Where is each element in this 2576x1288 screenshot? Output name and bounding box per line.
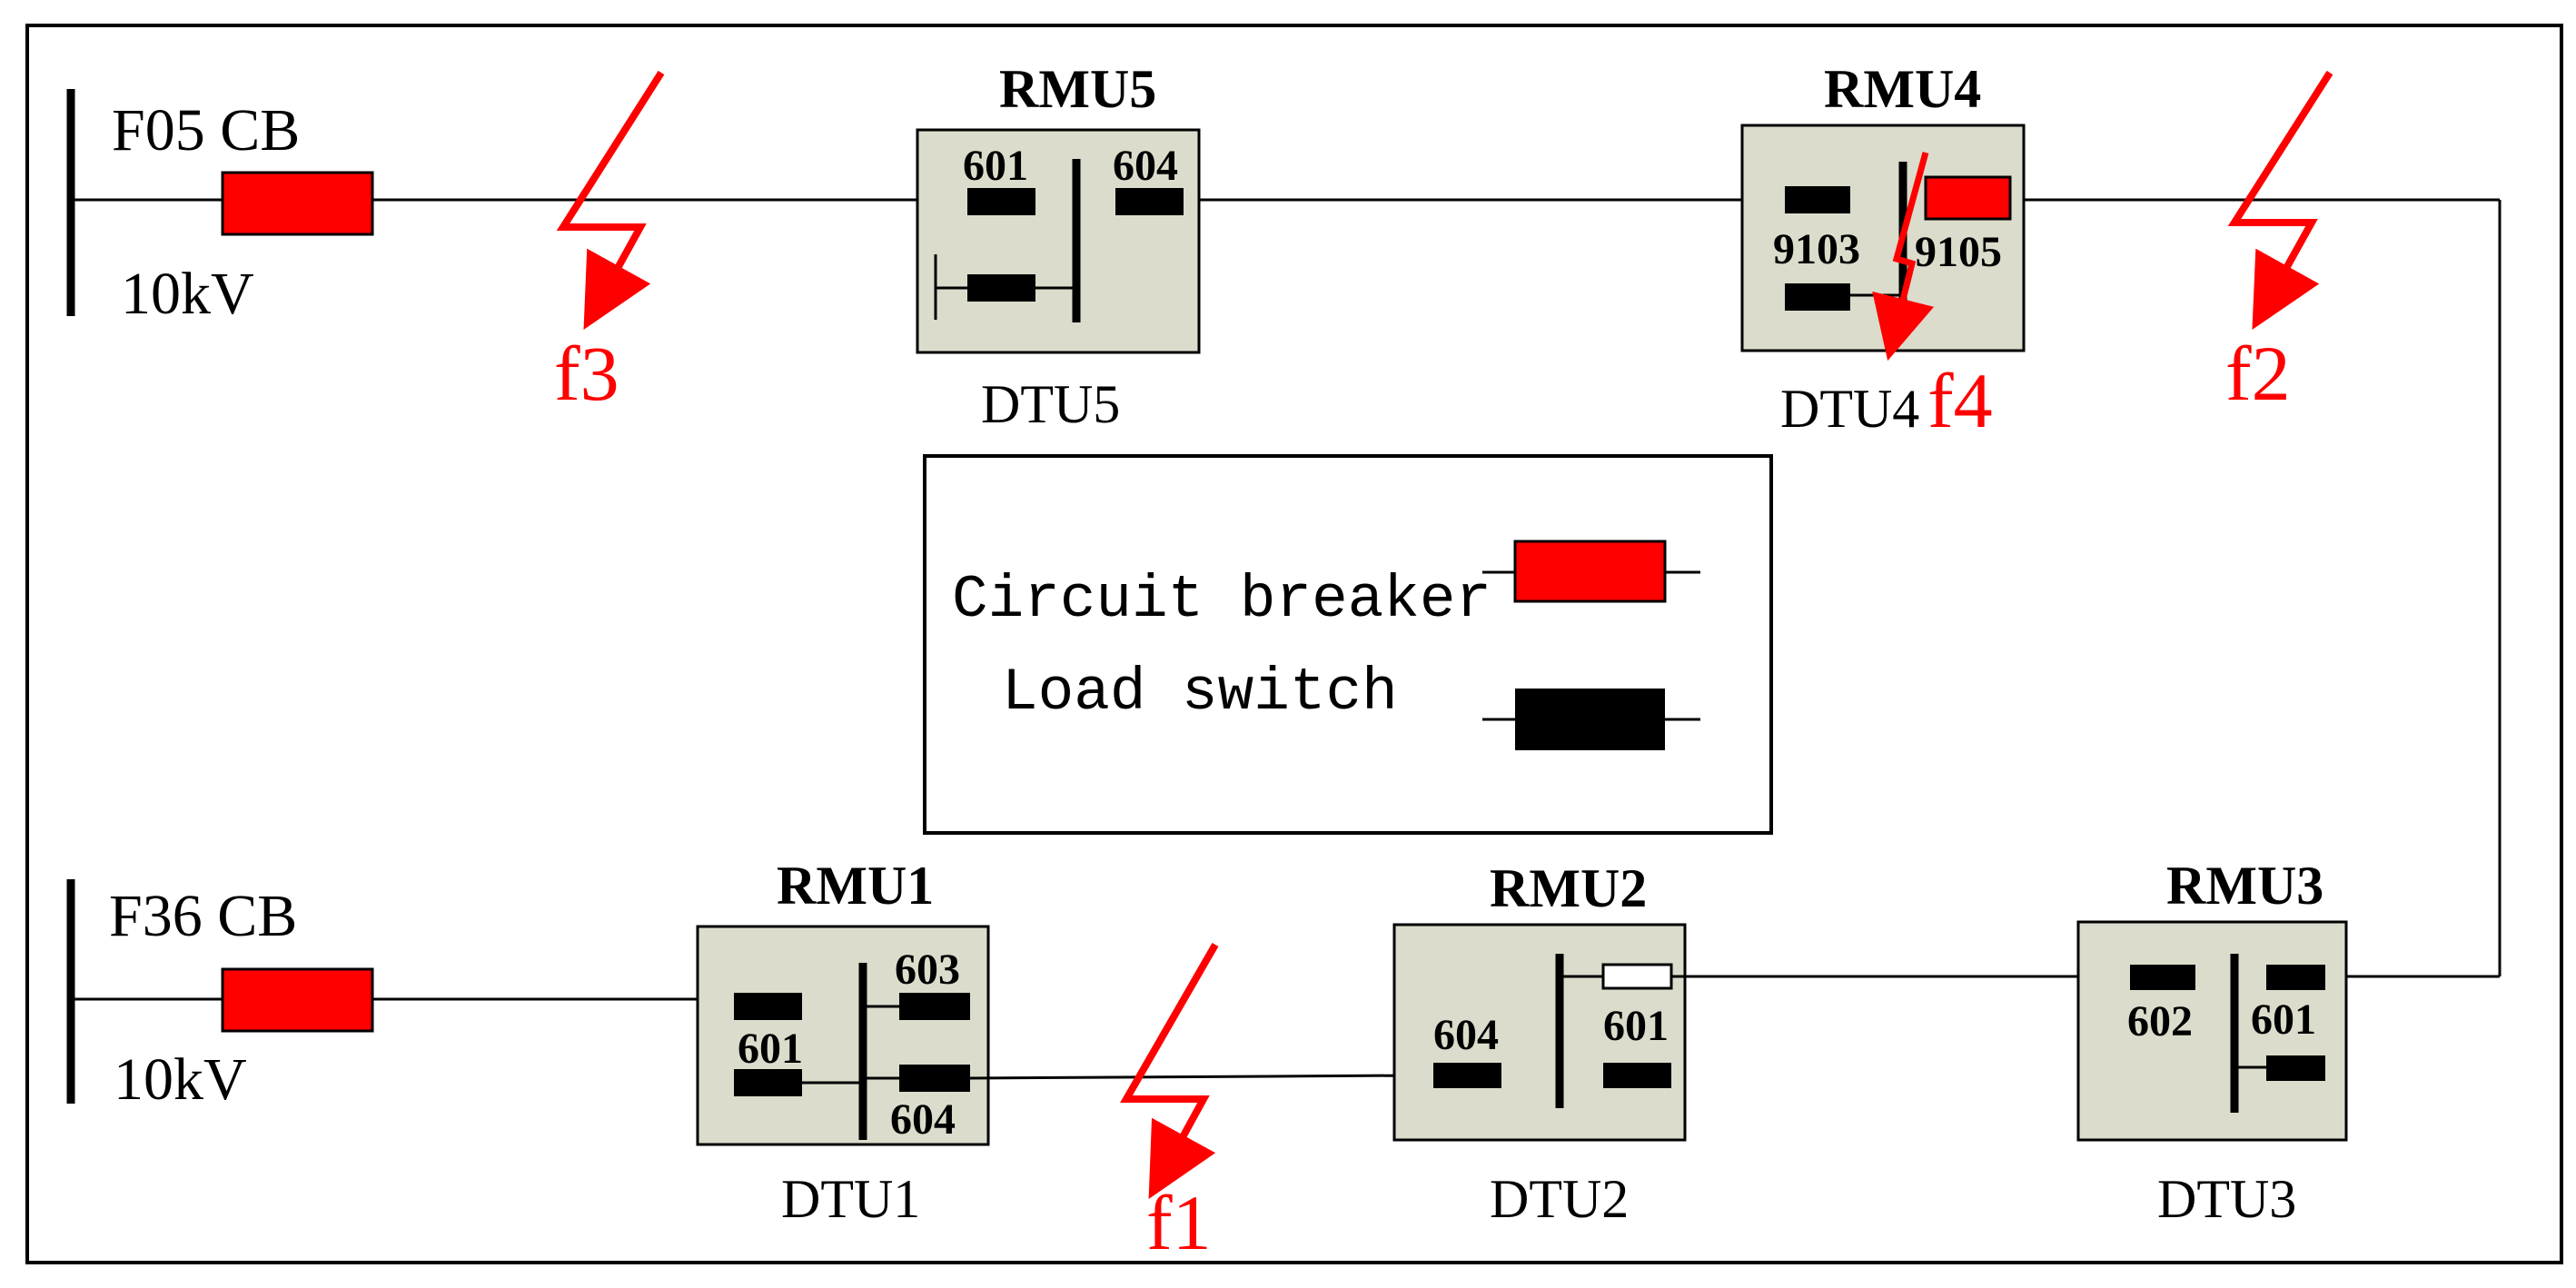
rmu3: 602 601 RMU3 DTU3	[2076, 856, 2348, 1229]
rmu2-switch-601	[1603, 1063, 1671, 1088]
f36-circuit-breaker	[221, 967, 374, 1033]
legend-load-switch-label: Load switch	[1002, 659, 1398, 727]
rmu2-switch-601-open	[1601, 963, 1673, 990]
rmu3-602-label: 602	[2127, 997, 2193, 1045]
fault-f2: f2	[2225, 70, 2333, 417]
fault-f1-bolt	[1120, 943, 1219, 1200]
rmu4-switch-outgoing	[1785, 283, 1850, 311]
rmu1-604-label: 604	[890, 1095, 956, 1144]
rmu4-9105-label: 9105	[1915, 228, 2002, 276]
dtu4-name: DTU4	[1780, 379, 1919, 439]
rmu3-box	[2076, 920, 2348, 1142]
rmu5-switch-604	[1115, 188, 1184, 215]
rmu4-9103-label: 9103	[1773, 225, 1860, 273]
rmu5-switch-outgoing	[967, 274, 1035, 302]
rmu5: 601 604 RMU5 DTU5	[916, 59, 1201, 434]
fault-f3-label: f3	[554, 330, 619, 417]
rmu1-name: RMU1	[777, 856, 934, 916]
fault-f4-label: f4	[1927, 357, 1993, 444]
dtu5-name: DTU5	[981, 374, 1120, 434]
rmu2-601-label: 601	[1603, 1002, 1669, 1050]
rmu5-name: RMU5	[999, 59, 1156, 119]
fault-f1-label: f1	[1146, 1179, 1212, 1266]
rmu1-box	[696, 925, 990, 1146]
fault-f2-label: f2	[2225, 330, 2291, 417]
rmu5-604-label: 604	[1113, 142, 1178, 190]
legend-switch-symbol	[1515, 689, 1665, 750]
rmu2: 604 601 RMU2 DTU2	[1392, 858, 1687, 1229]
bottom-voltage-label: 10kV	[114, 1046, 247, 1113]
rmu1-switch-604	[899, 1065, 970, 1092]
dtu3-name: DTU3	[2157, 1169, 2296, 1229]
rmu1-switch-603	[899, 993, 970, 1020]
rmu2-switch-604	[1433, 1063, 1501, 1088]
rmu1-switch-lower	[734, 1069, 802, 1096]
rmu1: 603 601 604 RMU1 DTU1	[696, 856, 990, 1229]
fault-f4: f4	[1872, 152, 1993, 444]
legend: Circuit breaker Load switch	[923, 454, 1773, 835]
rmu2-604-label: 604	[1433, 1011, 1499, 1059]
rmu2-box	[1392, 923, 1687, 1142]
rmu3-switch-outgoing	[2266, 1055, 2325, 1081]
rmu3-name: RMU3	[2166, 856, 2323, 916]
rmu4-name: RMU4	[1824, 59, 1981, 119]
rmu1-601-label: 601	[738, 1025, 803, 1073]
rmu5-box	[916, 128, 1201, 354]
outer-frame	[25, 24, 2563, 1264]
dtu1-name: DTU1	[781, 1169, 920, 1229]
f36-cb-label: F36 CB	[109, 883, 297, 949]
dtu2-name: DTU2	[1490, 1169, 1629, 1229]
rmu4-switch-9103	[1785, 186, 1850, 213]
rmu3-601-label: 601	[2251, 996, 2316, 1044]
fault-f1: f1	[1120, 943, 1219, 1266]
rmu4-breaker-9105	[1924, 175, 2012, 221]
rmu5-601-label: 601	[963, 142, 1028, 190]
rmu1-603-label: 603	[895, 946, 960, 994]
rmu2-name: RMU2	[1490, 858, 1647, 918]
fault-f3: f3	[554, 70, 665, 417]
rmu3-switch-602	[2130, 965, 2195, 990]
rmu5-switch-601	[967, 188, 1035, 215]
rmu1-switch-601	[734, 993, 802, 1020]
legend-breaker-symbol	[1513, 540, 1667, 603]
top-voltage-label: 10kV	[121, 261, 254, 327]
fault-f4-bolt	[1872, 152, 1935, 362]
rmu3-switch-601	[2266, 965, 2325, 990]
f05-cb-label: F05 CB	[112, 97, 300, 163]
f05-circuit-breaker	[221, 171, 374, 236]
legend-box	[923, 454, 1773, 835]
fault-f3-bolt	[556, 70, 665, 331]
legend-circuit-breaker-label: Circuit breaker	[952, 566, 1491, 634]
fault-f2-bolt	[2227, 70, 2333, 330]
